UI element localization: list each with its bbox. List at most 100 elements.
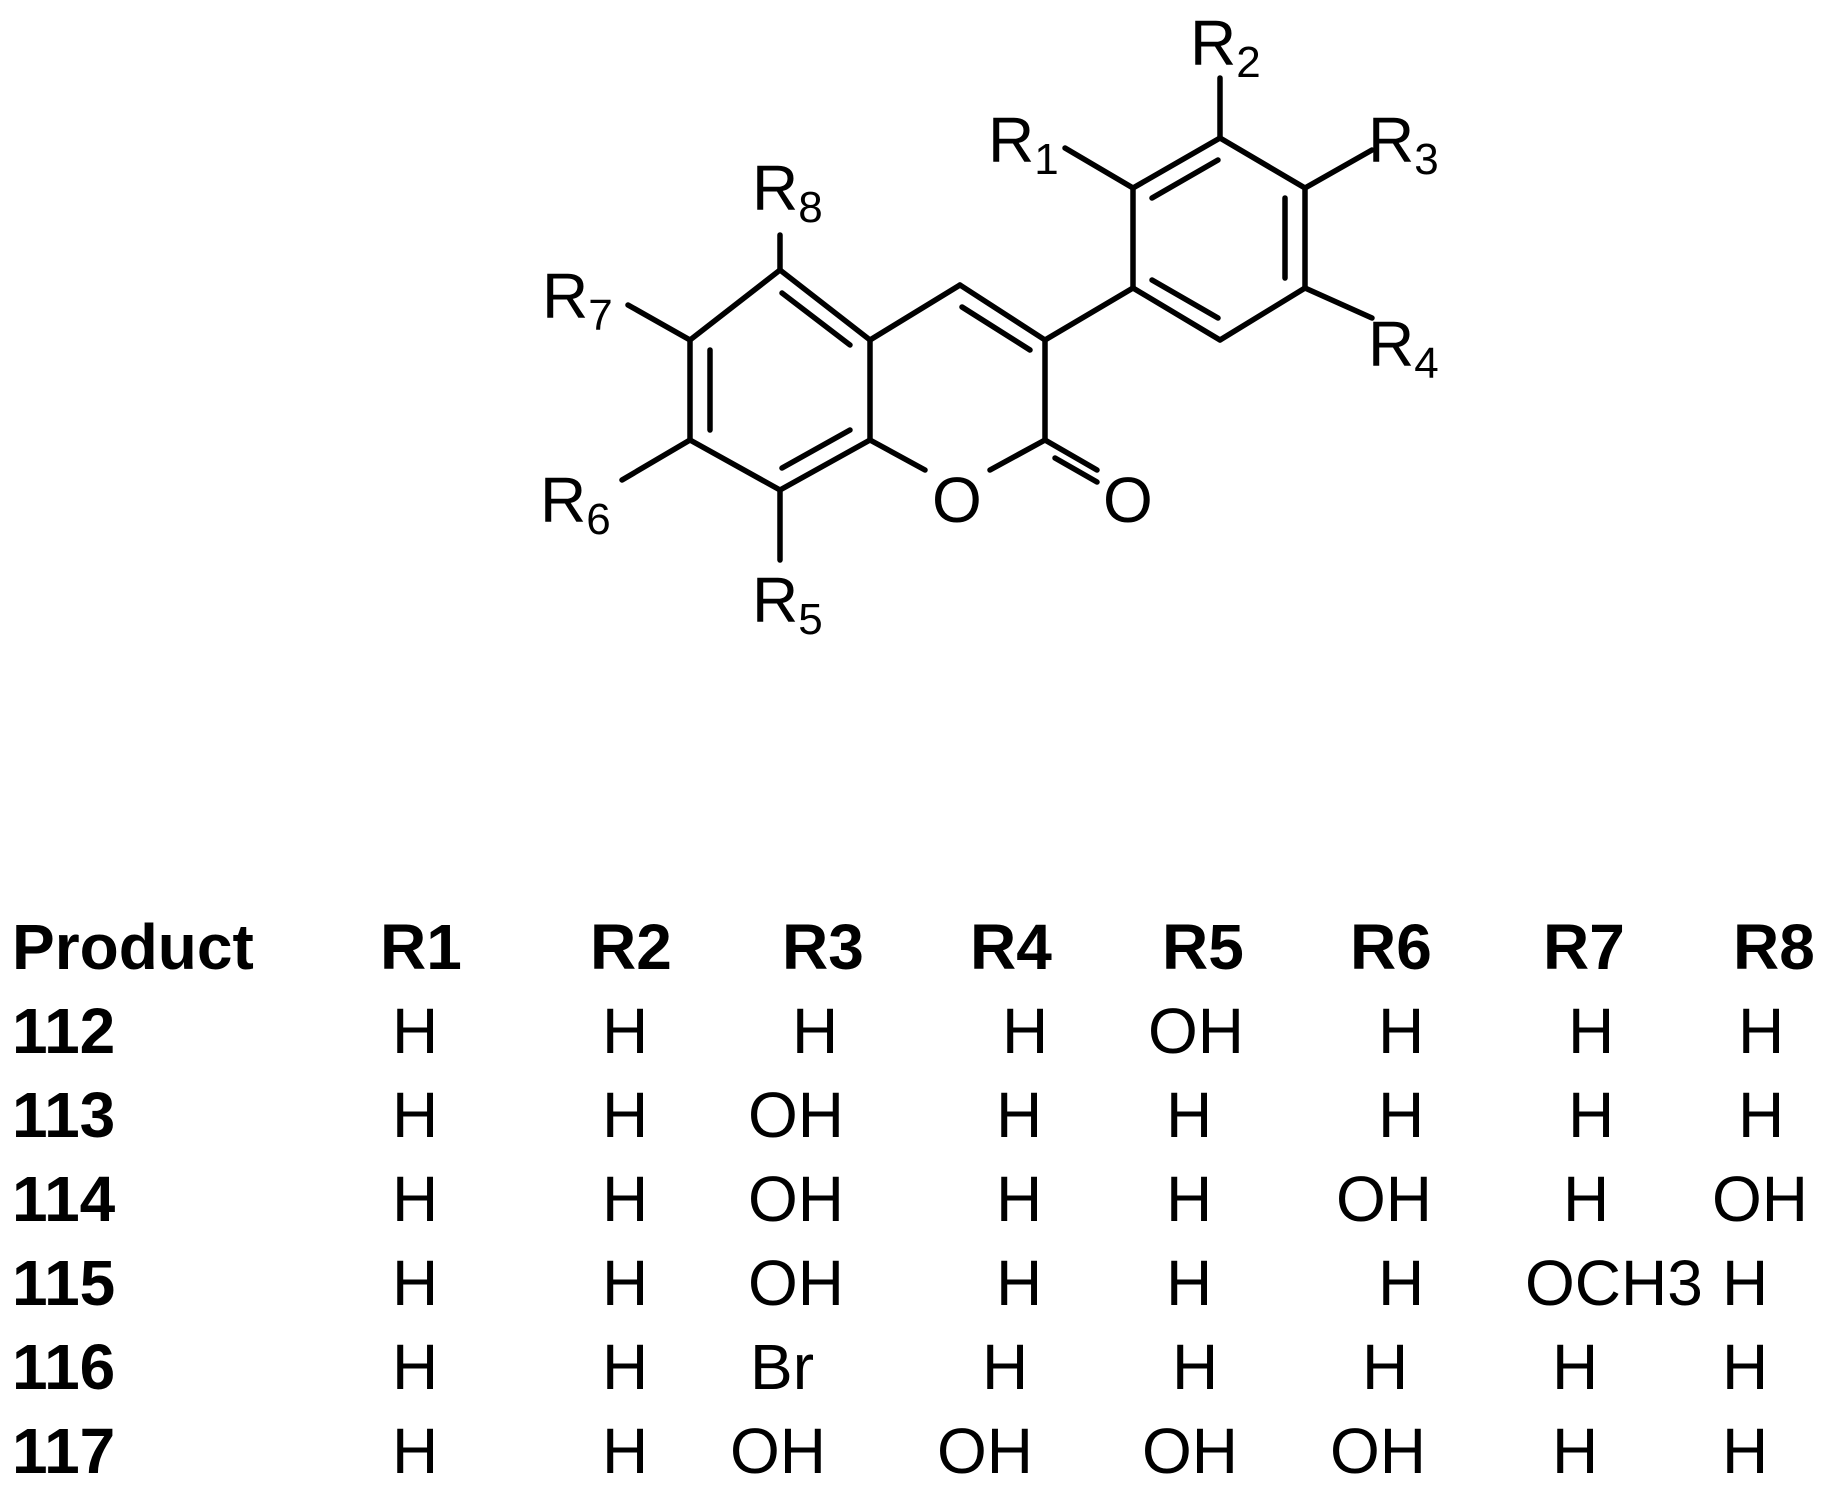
cell-r1: H [392,1247,439,1319]
r1-letter: R [988,104,1034,176]
cell-r1: H [392,1079,439,1151]
header-product: Product [12,911,254,983]
r7-letter: R [542,260,588,332]
product-id: 114 [12,1163,116,1235]
r1-subscript: 1 [1034,135,1058,184]
table-row: 113 H H OH H H H H H [0,1073,1831,1157]
r5-subscript: 5 [798,595,822,644]
cell-r2: H [602,1163,649,1235]
cell-r6: OH [1330,1415,1426,1487]
r2-label: R2 [1190,7,1261,87]
product-id: 112 [12,995,116,1067]
cell-r6: H [1378,995,1425,1067]
cell-r8: H [1722,1415,1769,1487]
header-r5: R5 [1162,911,1244,983]
product-id: 115 [12,1247,116,1319]
table-row: 117 H H OH OH OH OH H H [0,1409,1831,1493]
pyranone-ring [867,282,1100,485]
cell-r8: H [1738,1079,1785,1151]
cell-r6: H [1378,1079,1425,1151]
cell-r8: H [1738,995,1785,1067]
r6-letter: R [540,464,586,536]
cell-r7: H [1552,1331,1599,1403]
cell-r6: OH [1336,1163,1432,1235]
table-row: 116 H H Br H H H H H [0,1325,1831,1409]
r2-letter: R [1190,7,1236,79]
substituent-bonds [619,75,1375,563]
cell-r1: H [392,1163,439,1235]
table-header-row: Product R1 R2 R3 R4 R5 R6 R7 R8 [0,905,1831,989]
cell-r3: OH [748,1163,844,1235]
cell-r7: OCH3 [1525,1247,1703,1319]
cell-r2: H [602,1415,649,1487]
product-id: 113 [12,1079,116,1151]
cell-r8: OH [1712,1163,1808,1235]
phenyl-ring [1042,135,1308,343]
carbonyl-oxygen-label: O [1103,464,1153,536]
cell-r2: H [602,995,649,1067]
r7-label: R7 [542,260,613,340]
r2-subscript: 2 [1236,38,1260,87]
r4-subscript: 4 [1414,339,1438,388]
cell-r7: H [1552,1415,1599,1487]
r3-label: R3 [1368,104,1439,184]
cell-r6: H [1378,1247,1425,1319]
r8-label: R8 [752,152,823,232]
cell-r4: H [996,1079,1043,1151]
product-id: 116 [12,1331,116,1403]
header-r1: R1 [380,911,462,983]
cell-r4: H [1002,995,1049,1067]
cell-r4: H [996,1247,1043,1319]
table-row: 112 H H H H OH H H H [0,989,1831,1073]
r3-subscript: 3 [1414,135,1438,184]
cell-r5: H [1166,1079,1213,1151]
cell-r4: H [996,1163,1043,1235]
r8-letter: R [752,152,798,224]
product-id: 117 [12,1415,116,1487]
cell-r5: H [1166,1163,1213,1235]
header-r6: R6 [1350,911,1432,983]
cell-r1: H [392,1415,439,1487]
cell-r6: H [1362,1331,1409,1403]
r6-subscript: 6 [586,495,610,544]
r4-letter: R [1368,308,1414,380]
cell-r4: OH [937,1415,1033,1487]
cell-r2: H [602,1079,649,1151]
header-r4: R4 [970,911,1052,983]
cell-r1: H [392,995,439,1067]
header-r2: R2 [590,911,672,983]
coumarin-structure: O O R1 R2 R3 R4 R5 R6 R7 R8 [540,7,1439,644]
cell-r3: H [792,995,839,1067]
header-r7: R7 [1543,911,1625,983]
ring-oxygen-label: O [932,464,982,536]
cell-r1: H [392,1331,439,1403]
header-r8: R8 [1733,911,1815,983]
cell-r3: OH [748,1079,844,1151]
cell-r4: H [982,1331,1029,1403]
table-row: 115 H H OH H H H OCH3 H [0,1241,1831,1325]
benzo-ring [687,267,873,493]
r5-label: R5 [752,564,823,644]
cell-r2: H [602,1331,649,1403]
r6-label: R6 [540,464,611,544]
cell-r8: H [1722,1331,1769,1403]
cell-r7: H [1568,995,1615,1067]
r4-label: R4 [1368,308,1439,388]
cell-r5: OH [1148,995,1244,1067]
cell-r5: H [1172,1331,1219,1403]
table-row: 114 H H OH H H OH H OH [0,1157,1831,1241]
cell-r2: H [602,1247,649,1319]
r7-subscript: 7 [588,291,612,340]
r5-letter: R [752,564,798,636]
cell-r3: OH [730,1415,826,1487]
header-r3: R3 [782,911,864,983]
cell-r8: H [1722,1247,1769,1319]
cell-r7: H [1568,1079,1615,1151]
cell-r3: OH [748,1247,844,1319]
cell-r5: H [1166,1247,1213,1319]
cell-r3: Br [750,1331,814,1403]
r8-subscript: 8 [798,183,822,232]
r3-letter: R [1368,104,1414,176]
cell-r7: H [1563,1163,1610,1235]
cell-r5: OH [1142,1415,1238,1487]
